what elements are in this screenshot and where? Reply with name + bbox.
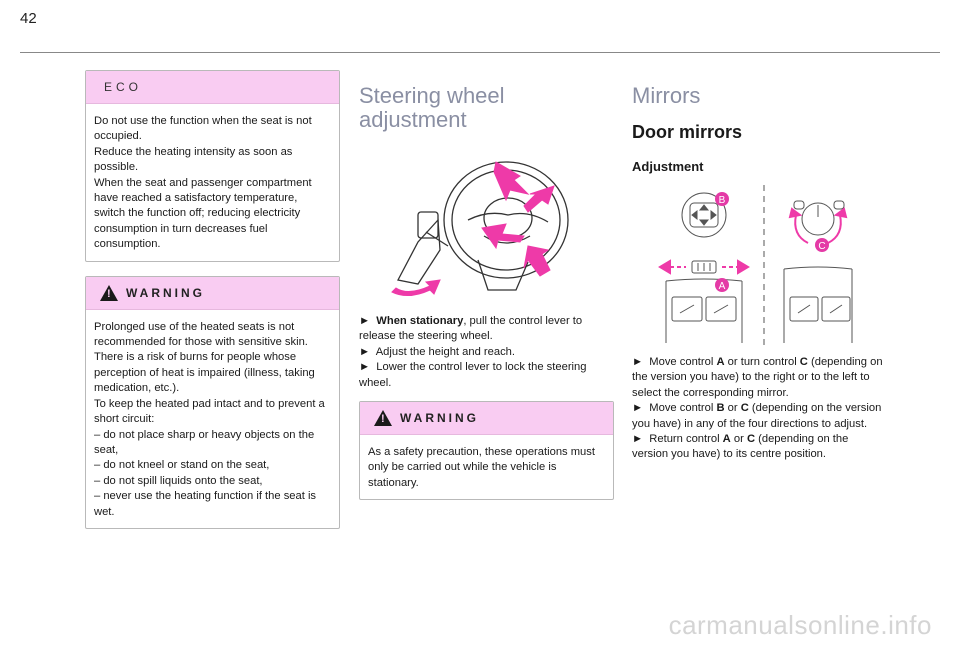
eco-line: When the seat and passenger compartment … (94, 176, 312, 251)
warning-box-header: ! WARNING (86, 276, 339, 310)
warning-line: – do not place sharp or heavy objects on… (94, 428, 315, 456)
warning-title: WARNING (400, 411, 479, 426)
section-heading-steering: Steering wheel adjustment (359, 83, 505, 132)
warning-icon: ! (100, 284, 118, 301)
steering-instructions: ► When stationary, pull the control leve… (359, 314, 614, 501)
warning-line: – do not kneel or stand on the seat, (94, 459, 270, 472)
warning-box-header: ! WARNING (360, 402, 613, 436)
label-b-marker (715, 192, 729, 206)
column-3: Mirrors Door mirrors Adjustment (632, 83, 887, 175)
column-2: Steering wheel adjustment (359, 84, 614, 132)
warning-box-body: As a safety precaution, these operations… (360, 435, 613, 499)
eco-line: Reduce the heating intensity as soon as … (94, 145, 293, 174)
label-c: C (818, 241, 825, 252)
eco-box-body: Do not use the function when the seat is… (86, 104, 339, 261)
eco-line: Do not use the function when the seat is… (94, 115, 312, 143)
header-rule (20, 52, 940, 53)
mirror-step-2: ► Move control B or C (depending on the … (632, 402, 882, 430)
warning-icon: ! (374, 410, 392, 427)
warning-title: WARNING (126, 285, 205, 300)
watermark: carmanualsonline.info (668, 610, 932, 640)
warning-box-seats: ! WARNING Prolonged use of the heated se… (85, 275, 340, 529)
section-heading-mirrors: Mirrors (632, 83, 701, 108)
warning-line: – do not spill liquids onto the seat, (94, 474, 263, 487)
label-c-marker (815, 238, 829, 252)
warning-line: There is a risk of burns for people whos… (94, 351, 315, 395)
eco-box-header: ECO (86, 71, 339, 104)
steering-step-1: ► When stationary, pull the control leve… (359, 315, 583, 343)
warning-box-steering: ! WARNING As a safety precaution, these … (359, 401, 614, 501)
steering-step-2: ► Adjust the height and reach. (359, 345, 516, 358)
subheading-door-mirrors: Door mirrors (632, 122, 743, 142)
warning-line: – never use the heating function if the … (94, 490, 317, 518)
subheading-adjustment: Adjustment (632, 159, 704, 174)
steering-step-3: ► Lower the control lever to lock the st… (359, 361, 587, 389)
label-a: A (719, 281, 726, 292)
warning-line: Prolonged use of the heated seats is not… (94, 320, 308, 349)
mirror-instructions: ► Move control A or turn control C (depe… (632, 355, 887, 463)
column-1: ECO Do not use the function when the sea… (85, 70, 340, 529)
label-a-marker (715, 278, 729, 292)
page-number: 42 (20, 10, 37, 27)
eco-title: ECO (104, 80, 143, 94)
mirror-step-1: ► Move control A or turn control C (depe… (632, 356, 883, 399)
warning-line: To keep the heated pad intact and to pre… (94, 397, 325, 426)
mirror-step-3: ► Return control A or C (depending on th… (632, 433, 849, 461)
steering-wheel-illustration (391, 161, 569, 296)
eco-box: ECO Do not use the function when the sea… (85, 70, 340, 262)
label-b: B (719, 195, 726, 206)
warning-box-body: Prolonged use of the heated seats is not… (86, 310, 339, 528)
warning-text: As a safety precaution, these operations… (368, 446, 595, 489)
mirror-controls-illustration: B A C (658, 185, 853, 345)
